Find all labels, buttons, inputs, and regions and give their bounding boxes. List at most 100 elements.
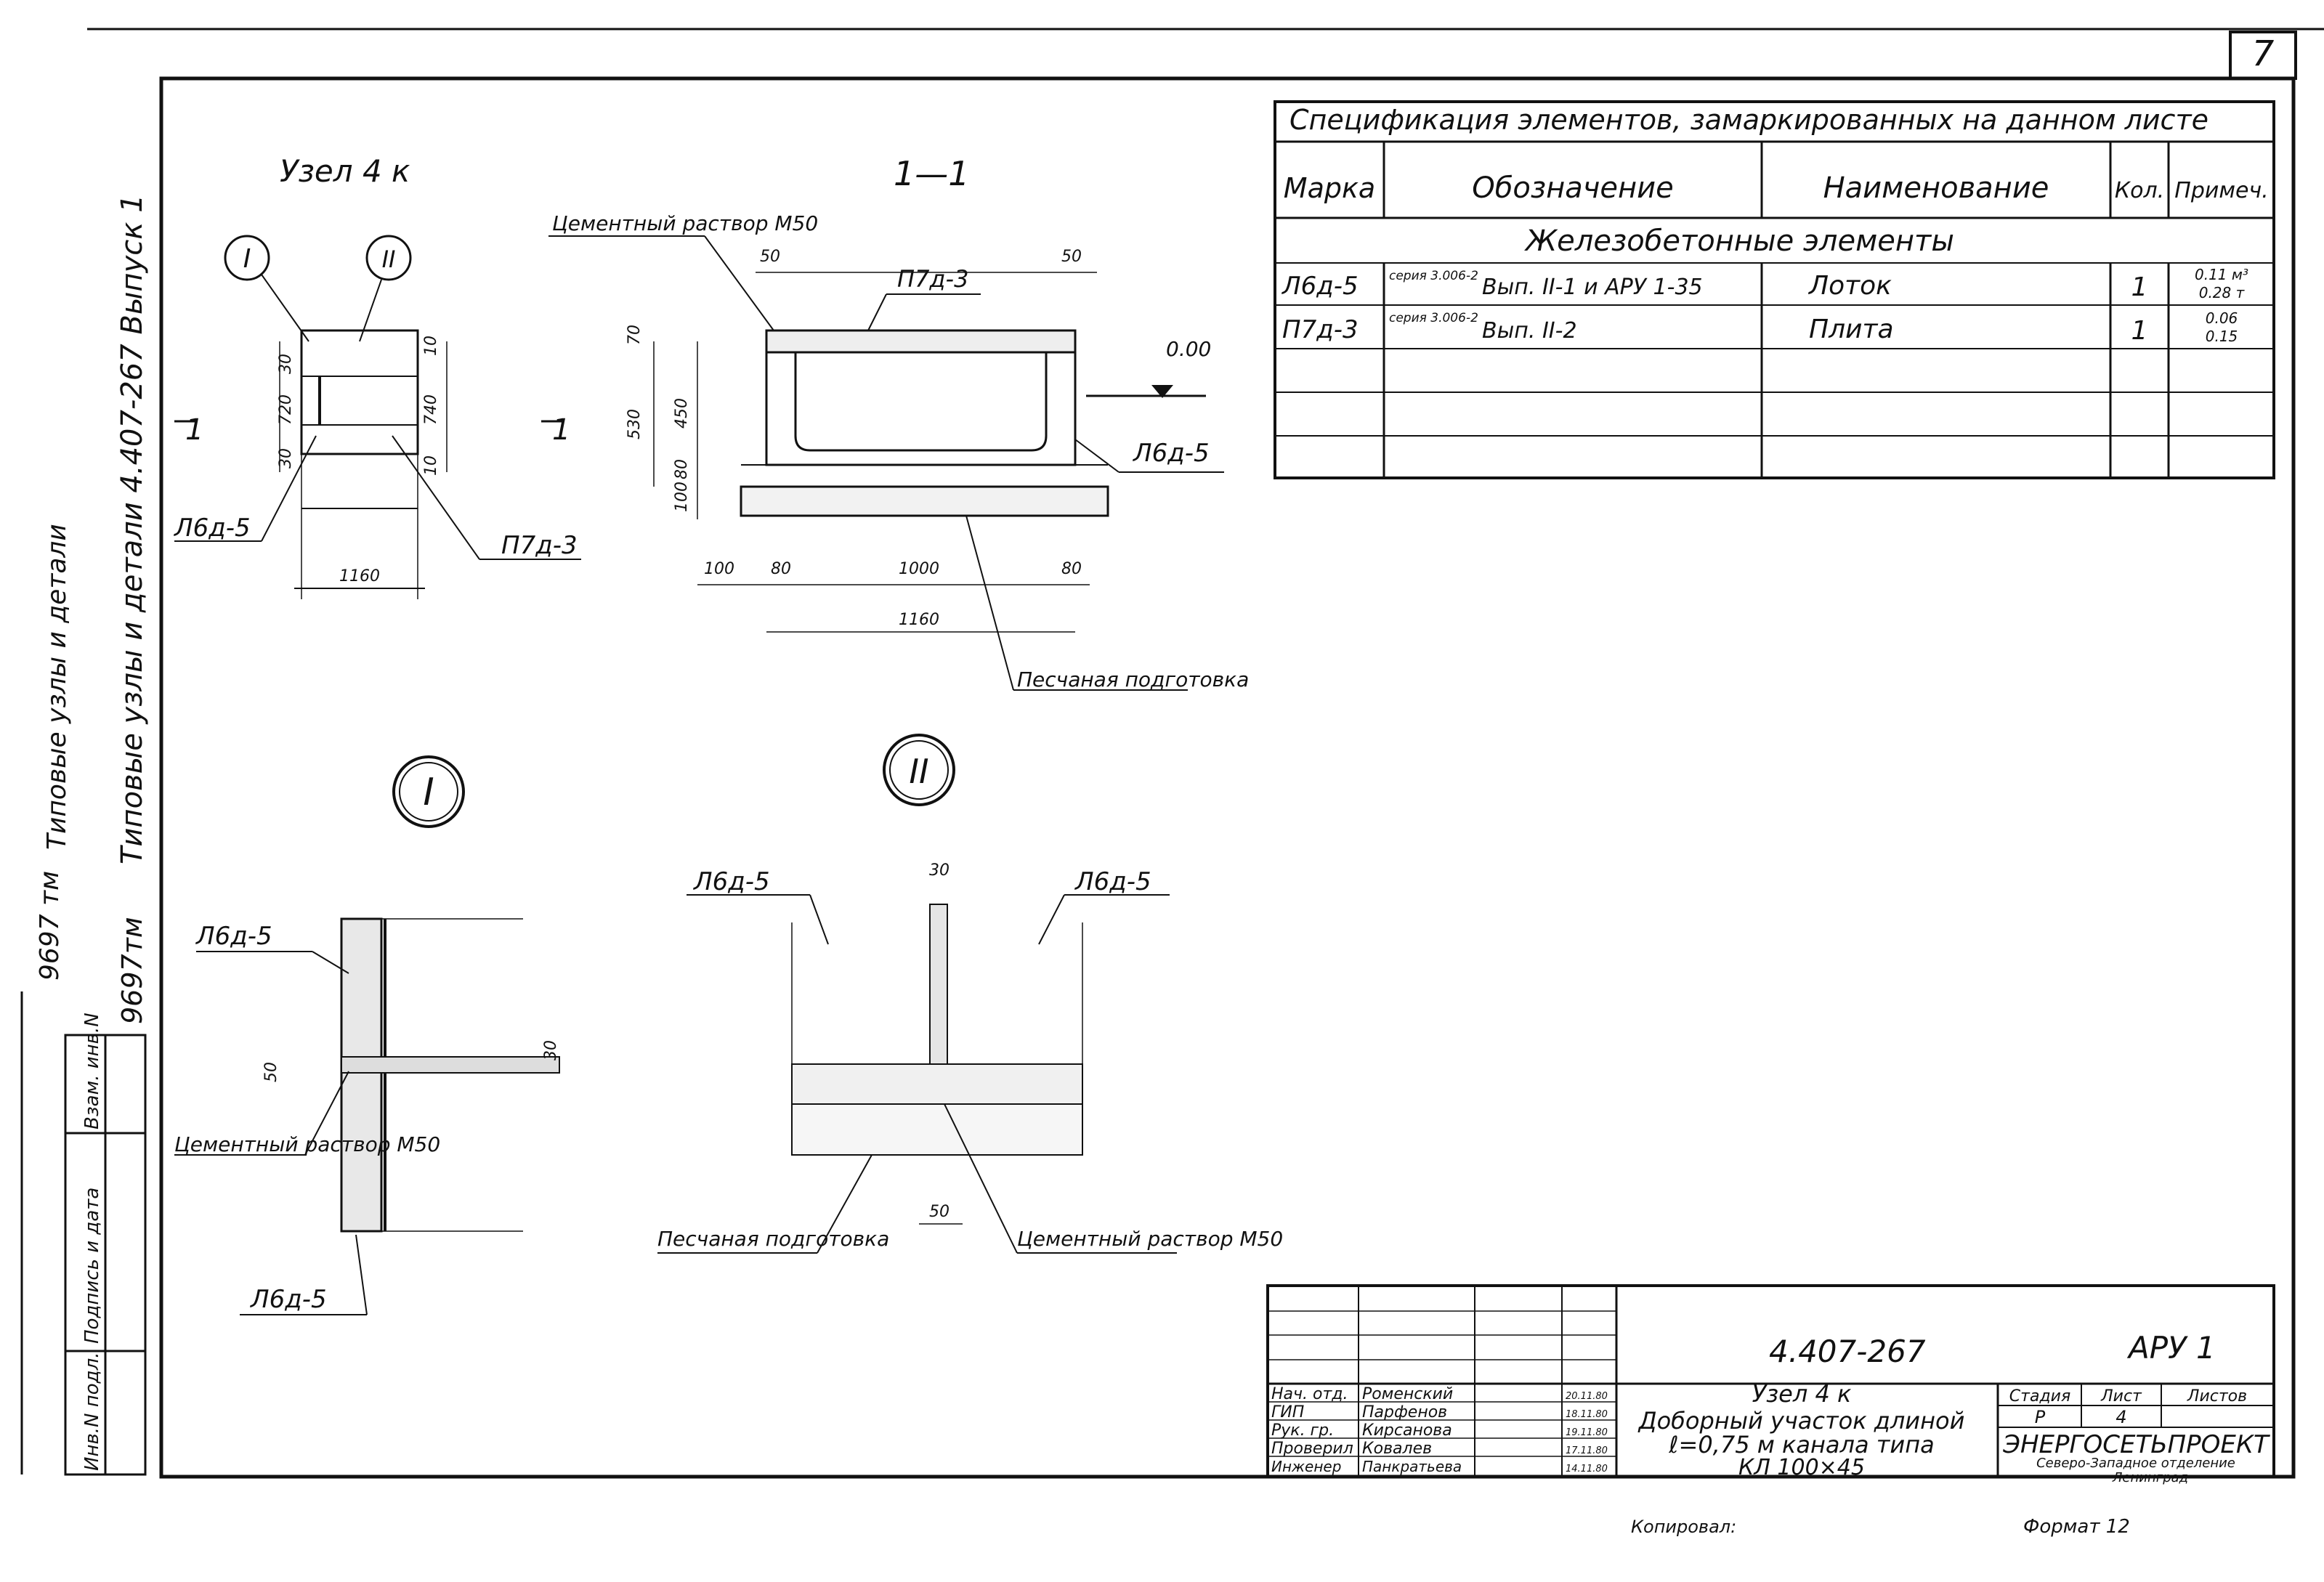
section-bottom-dim-2: 80 — [771, 560, 791, 578]
node-width-dim: 1160 — [339, 567, 380, 585]
detail-2-tray-left: Л6д-5 — [692, 867, 770, 896]
spec-row-1-qty: 1 — [2131, 272, 2148, 302]
tb-role-4: Проверил — [1271, 1440, 1353, 1458]
spec-title: Спецификация элементов, замаркированных … — [1289, 104, 2208, 136]
section-plate-label: П7д-3 — [897, 265, 968, 293]
spec-header-designation: Обозначение — [1472, 171, 1674, 205]
node-label-tray: Л6д-5 — [173, 514, 251, 543]
tb-role-1: Нач. отд. — [1271, 1385, 1348, 1403]
spec-row-1-note-bottom: 0.28 т — [2199, 284, 2246, 301]
node-title: Узел 4 к — [280, 153, 410, 189]
tb-name-2: Парфенов — [1362, 1403, 1447, 1421]
detail-1-title: I — [423, 771, 434, 814]
side-code-top: 9697 тм — [35, 871, 65, 981]
spec-row-1-doc: Вып. II-1 и АРУ 1-35 — [1482, 275, 1703, 300]
side-stamp: Типовые узлы и детали 4.407-267 Выпуск 1… — [20, 194, 149, 1476]
side-faded-line: Типовые узлы и детали — [42, 524, 72, 850]
detail-2-sand: Песчаная подготовка — [657, 1227, 889, 1251]
spec-group: Железобетонные элементы — [1523, 224, 1954, 258]
spec-header-mark: Марка — [1284, 172, 1375, 204]
spec-header-note: Примеч. — [2174, 178, 2268, 203]
section-tray-label: Л6д-5 — [1132, 439, 1210, 468]
spec-row-1-mark: Л6д-5 — [1281, 272, 1359, 301]
section-bottom-dim-4: 80 — [1061, 560, 1082, 578]
spec-row-2-name: Плита — [1809, 315, 1894, 344]
section-title: 1—1 — [894, 154, 970, 193]
section-view: 1—1 Цементный раствор М50 50 50 П7д-3 0.… — [548, 154, 1249, 691]
node-cut-right: 1 — [552, 413, 570, 447]
spec-row-1-series: серия 3.006-2 — [1389, 269, 1478, 283]
tb-name-4: Ковалев — [1362, 1440, 1432, 1458]
spec-header-qty: Кол. — [2115, 178, 2164, 203]
section-bottom-dim-1: 100 — [704, 560, 734, 578]
node-view: Узел 4 к I II 1160 30 720 30 10 740 10 1… — [173, 153, 581, 599]
node-cut-left: 1 — [185, 413, 203, 447]
detail-1-tray-bottom: Л6д-5 — [249, 1285, 327, 1314]
detail-1-tray-top: Л6д-5 — [195, 922, 272, 951]
spec-table: Спецификация элементов, замаркированных … — [1274, 100, 2275, 479]
tb-name-3: Кирсанова — [1362, 1421, 1452, 1440]
tb-copied: Копировал: — [1631, 1517, 1736, 1537]
spec-header-name: Наименование — [1823, 171, 2049, 205]
node-dim-4: 10 — [422, 336, 440, 356]
node-callout-1: I — [243, 244, 251, 274]
node-callout-2: II — [382, 246, 396, 273]
tb-desc-3: ℓ=0,75 м канала типа — [1668, 1431, 1934, 1459]
section-vdim-3: 450 — [673, 398, 691, 429]
section-sand: Песчаная подготовка — [1017, 668, 1249, 691]
side-series-line: Типовые узлы и детали 4.407-267 Выпуск 1 — [116, 194, 149, 864]
tb-date-3: 19.11.80 — [1566, 1427, 1608, 1438]
tb-name-5: Панкратьева — [1362, 1458, 1462, 1475]
spec-row-2-doc: Вып. II-2 — [1482, 318, 1577, 344]
node-dim-6: 10 — [422, 455, 440, 476]
tb-sheets-h: Листов — [2187, 1387, 2247, 1405]
title-block: 4.407-267 АРУ 1 Нач. отд. Роменский 20.1… — [1266, 1284, 2275, 1538]
tb-stage-h: Стадия — [2009, 1387, 2070, 1405]
side-cell-vzam: Взам. инв.N — [81, 1013, 103, 1129]
node-label-plate: П7д-3 — [501, 531, 578, 560]
detail-2-mortar: Цементный раствор М50 — [1017, 1227, 1283, 1251]
section-top-dim-left: 50 — [760, 248, 780, 266]
section-vdim-1: 70 — [625, 325, 644, 345]
spec-row-2-qty: 1 — [2131, 316, 2148, 346]
section-overall: 1160 — [899, 611, 939, 629]
tb-org-sub: Северо-Западное отделение — [2036, 1456, 2235, 1471]
spec-row-1-note-top: 0.11 м³ — [2195, 266, 2248, 283]
spec-row-2-note-bottom: 0.15 — [2206, 328, 2238, 345]
tb-date-1: 20.11.80 — [1566, 1391, 1608, 1402]
spec-row-1-name: Лоток — [1807, 271, 1892, 301]
tb-album: АРУ 1 — [2126, 1330, 2216, 1366]
tb-desc-1: Узел 4 к — [1752, 1380, 1852, 1408]
side-cell-sign: Подпись и дата — [81, 1188, 103, 1344]
sheet-frame — [87, 28, 2324, 1479]
section-bottom-dim-3: 1000 — [899, 560, 939, 578]
tb-sheet-h: Лист — [2100, 1387, 2142, 1405]
tb-desc-4: КЛ 100×45 — [1738, 1455, 1865, 1480]
detail-1-dim-left: 50 — [262, 1062, 280, 1082]
tb-format: Формат 12 — [2023, 1516, 2130, 1538]
detail-1: I Л6д-5 50 30 Цементный раствор М50 Л6д-… — [174, 755, 560, 1315]
tb-sheet-v: 4 — [2116, 1407, 2126, 1427]
detail-2-title: II — [909, 752, 928, 791]
tb-date-5: 14.11.80 — [1566, 1464, 1608, 1474]
tb-name-1: Роменский — [1362, 1385, 1453, 1403]
side-code-bottom: 9697тм — [116, 917, 148, 1024]
section-mortar-1: Цементный раствор М50 — [552, 211, 818, 235]
section-vdim-2: 530 — [625, 409, 644, 439]
tb-org-city: Ленинград — [2112, 1470, 2188, 1485]
detail-2-tray-right: Л6д-5 — [1074, 867, 1151, 896]
tb-role-5: Инженер — [1271, 1458, 1341, 1475]
node-dim-5: 740 — [422, 394, 440, 425]
detail-2: II Л6д-5 Л6д-5 30 50 Песчаная подготовка… — [657, 734, 1283, 1254]
tb-desc-2: Доборный участок длиной — [1637, 1407, 1965, 1435]
section-vdim-4: 80 — [673, 459, 691, 479]
spec-row-2-mark: П7д-3 — [1282, 315, 1359, 344]
tb-code: 4.407-267 — [1769, 1334, 1926, 1369]
detail-1-mortar: Цементный раствор М50 — [174, 1132, 440, 1156]
section-top-dim-right: 50 — [1061, 248, 1082, 266]
section-level: 0.00 — [1166, 337, 1211, 361]
tb-role-2: ГИП — [1271, 1403, 1304, 1421]
page-number: 7 — [2252, 33, 2275, 74]
tb-stage-v: Р — [2035, 1407, 2046, 1427]
